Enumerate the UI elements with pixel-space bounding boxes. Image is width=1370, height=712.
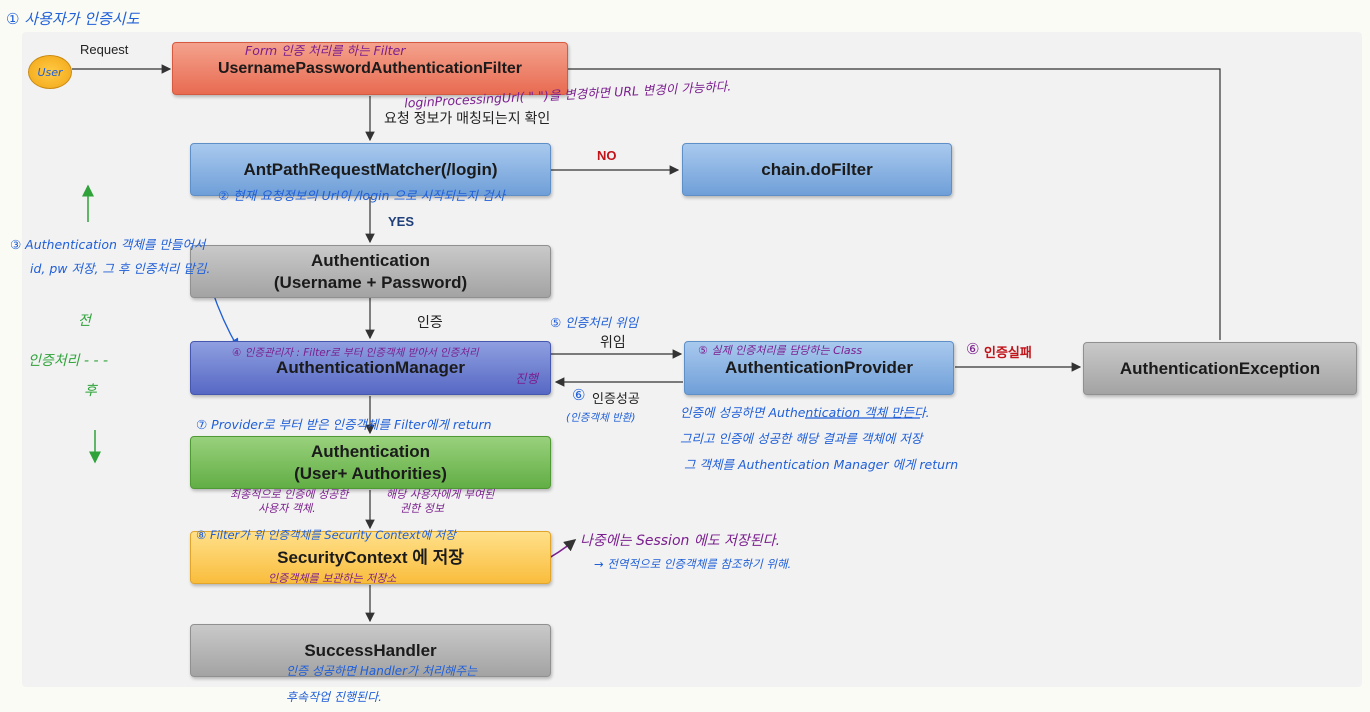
auth-token-line2: (Username + Password) — [273, 272, 468, 292]
note-4b: 진행 — [515, 371, 539, 386]
auth-label: 인증 — [417, 314, 443, 330]
check-label: 요청 정보가 매칭되는지 확인 — [384, 110, 551, 126]
manager-box: AuthenticationManager — [190, 341, 551, 395]
note-4: ④ 인증관리자 : Filter로 부터 인증객체 받아서 인증처리 — [232, 347, 479, 359]
dofilter-box: chain.doFilter — [682, 143, 952, 196]
note-user-object: 최종적으로 인증에 성공한 — [230, 488, 349, 501]
manager-box-label: AuthenticationManager — [276, 358, 465, 378]
note3-pointer — [211, 289, 239, 350]
matcher-box: AntPathRequestMatcher(/login) — [190, 143, 551, 196]
success-handler-label: SuccessHandler — [304, 640, 437, 660]
fail-label: 인증실패 — [984, 345, 1032, 360]
note-6b: ⑥ — [572, 386, 586, 404]
context-box-label: SecurityContext 에 저장 — [277, 547, 464, 567]
exception-return-arrow — [554, 64, 1221, 340]
exception-box: AuthenticationException — [1083, 342, 1357, 395]
note-3b: id, pw 저장, 그 후 인증처리 맡김. — [30, 261, 211, 276]
note-user-object-2: 사용자 객체. — [258, 502, 316, 515]
note-5a: ⑤ 인증처리 위임 — [550, 315, 639, 330]
auth-token-line1: Authentication — [311, 251, 430, 271]
auth-result-box: Authentication (User+ Authorities) — [190, 436, 551, 489]
no-label: NO — [597, 148, 617, 163]
auth-result-line1: Authentication — [311, 442, 430, 462]
note-2: ② 현재 요청정보의 Url이 /login 으로 시작되는지 검사 — [218, 188, 505, 203]
success-handler-box: SuccessHandler — [190, 624, 551, 677]
note-during: 인증처리 - - - — [28, 353, 109, 369]
delegate-label: 위임 — [600, 334, 626, 350]
note-authorities: 해당 사용자에게 부여된 — [386, 488, 495, 501]
note-1: ① 사용자가 인증시도 — [6, 10, 140, 28]
note-session: 나중에는 Session 에도 저장된다. — [580, 533, 781, 549]
note-8: ⑧ Filter가 위 인증객체를 Security Context에 저장 — [196, 528, 456, 542]
note-3a: ③ Authentication 객체를 만들어서 — [10, 237, 206, 252]
user-label: User — [37, 65, 63, 79]
note-authorities-2: 권한 정보 — [400, 502, 444, 515]
matcher-box-label: AntPathRequestMatcher(/login) — [243, 159, 498, 179]
note-after: 후 — [84, 383, 97, 399]
auth-result-line2: (User+ Authorities) — [294, 463, 447, 483]
success-label: 인증성공 — [592, 391, 640, 406]
yes-label: YES — [388, 214, 415, 229]
request-label: Request — [80, 42, 129, 57]
provider-box: AuthenticationProvider — [684, 341, 954, 395]
note-5b: ⑤ 실제 인증처리를 담당하는 Class — [698, 344, 863, 357]
note-7: ⑦ Provider로 부터 받은 인증객체를 Filter에게 return — [196, 417, 492, 432]
auth-token-box: Authentication (Username + Password) — [190, 245, 551, 298]
note-success-2: 후속작업 진행된다. — [286, 690, 382, 704]
dofilter-box-label: chain.doFilter — [761, 159, 873, 179]
filter-box-label: UsernamePasswordAuthenticationFilter — [217, 59, 523, 77]
note-provider-1: 인증에 성공하면 Authentication 객체 만든다. — [680, 405, 930, 420]
exception-box-label: AuthenticationException — [1119, 358, 1321, 378]
user-actor: User — [28, 55, 72, 89]
note-success-1: 인증 성공하면 Handler가 처리해주는 — [286, 664, 478, 678]
note-6a: ⑥ — [966, 340, 980, 358]
note-provider-2: 그리고 인증에 성공한 해당 결과를 객체에 저장 — [680, 431, 923, 446]
note-form-filter: Form 인증 처리를 하는 Filter — [245, 43, 406, 58]
context-box: SecurityContext 에 저장 — [190, 531, 551, 584]
note-6c: (인증객체 반환) — [566, 412, 636, 424]
note-context: 인증객체를 보관하는 저장소 — [268, 572, 397, 585]
note-before: 전 — [78, 313, 91, 329]
provider-box-label: AuthenticationProvider — [725, 358, 913, 378]
note-provider-3: 그 객체를 Authentication Manager 에게 return — [684, 457, 959, 472]
note-global: → 전역적으로 인증객체를 참조하기 위해. — [594, 557, 792, 571]
filter-box: UsernamePasswordAuthenticationFilter — [172, 42, 568, 95]
